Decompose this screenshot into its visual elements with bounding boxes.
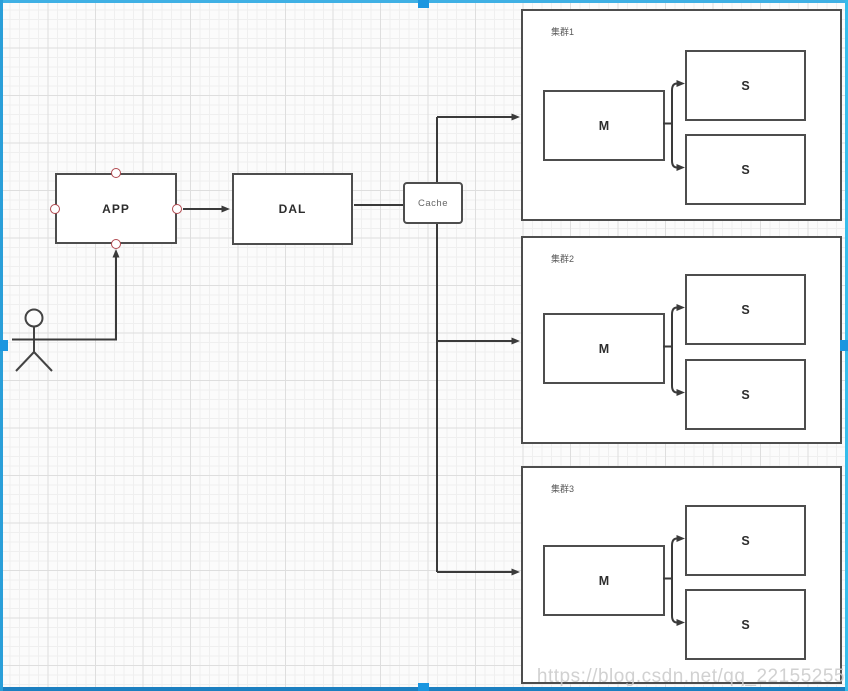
connection-point-bottom[interactable] (111, 239, 121, 249)
selection-handle-left[interactable] (0, 340, 8, 351)
cluster1-master-node[interactable]: M (543, 90, 665, 161)
selection-handle-bottom[interactable] (418, 683, 429, 691)
slave-node-label: S (741, 302, 750, 317)
slave-node-label: S (741, 78, 750, 93)
master-node-label: M (598, 341, 610, 356)
cluster1-slave2-node[interactable]: S (685, 134, 806, 205)
cluster2-master-node[interactable]: M (543, 313, 665, 384)
master-node-label: M (598, 573, 610, 588)
selection-handle-top[interactable] (418, 0, 429, 8)
slave-node-label: S (741, 533, 750, 548)
actor-head (24, 308, 44, 328)
cluster2-label: 集群2 (551, 254, 575, 264)
cluster3-slave2-node[interactable]: S (685, 589, 806, 660)
cache-node[interactable]: Cache (403, 182, 463, 224)
slave-node-label: S (741, 617, 750, 632)
user-actor-figure[interactable] (15, 308, 53, 372)
cache-node-label: Cache (418, 197, 448, 209)
connector-actor-to-app[interactable] (12, 249, 120, 341)
actor-legs (15, 351, 53, 372)
selection-handle-right[interactable] (840, 340, 848, 351)
watermark-text: https://blog.csdn.net/qq_22155255 (536, 666, 845, 687)
dal-node-label: DAL (278, 202, 307, 216)
cluster1-container[interactable]: 集群1 M S S (521, 9, 842, 221)
cluster3-container[interactable]: 集群3 M S S (521, 466, 842, 684)
slave-node-label: S (741, 387, 750, 402)
cluster2-container[interactable]: 集群2 M S S (521, 236, 842, 444)
cluster3-slave1-node[interactable]: S (685, 505, 806, 576)
cluster3-label: 集群3 (551, 484, 575, 494)
connection-point-top[interactable] (111, 168, 121, 178)
connection-point-right[interactable] (172, 204, 182, 214)
cluster2-slave1-node[interactable]: S (685, 274, 806, 345)
cluster1-slave1-node[interactable]: S (685, 50, 806, 121)
dal-node[interactable]: DAL (232, 173, 353, 245)
app-node[interactable]: APP (55, 173, 177, 244)
cluster3-master-node[interactable]: M (543, 545, 665, 616)
cluster2-slave2-node[interactable]: S (685, 359, 806, 430)
cluster1-label: 集群1 (551, 27, 575, 37)
master-node-label: M (598, 118, 610, 133)
slave-node-label: S (741, 162, 750, 177)
connection-point-left[interactable] (50, 204, 60, 214)
app-node-label: APP (102, 201, 130, 216)
